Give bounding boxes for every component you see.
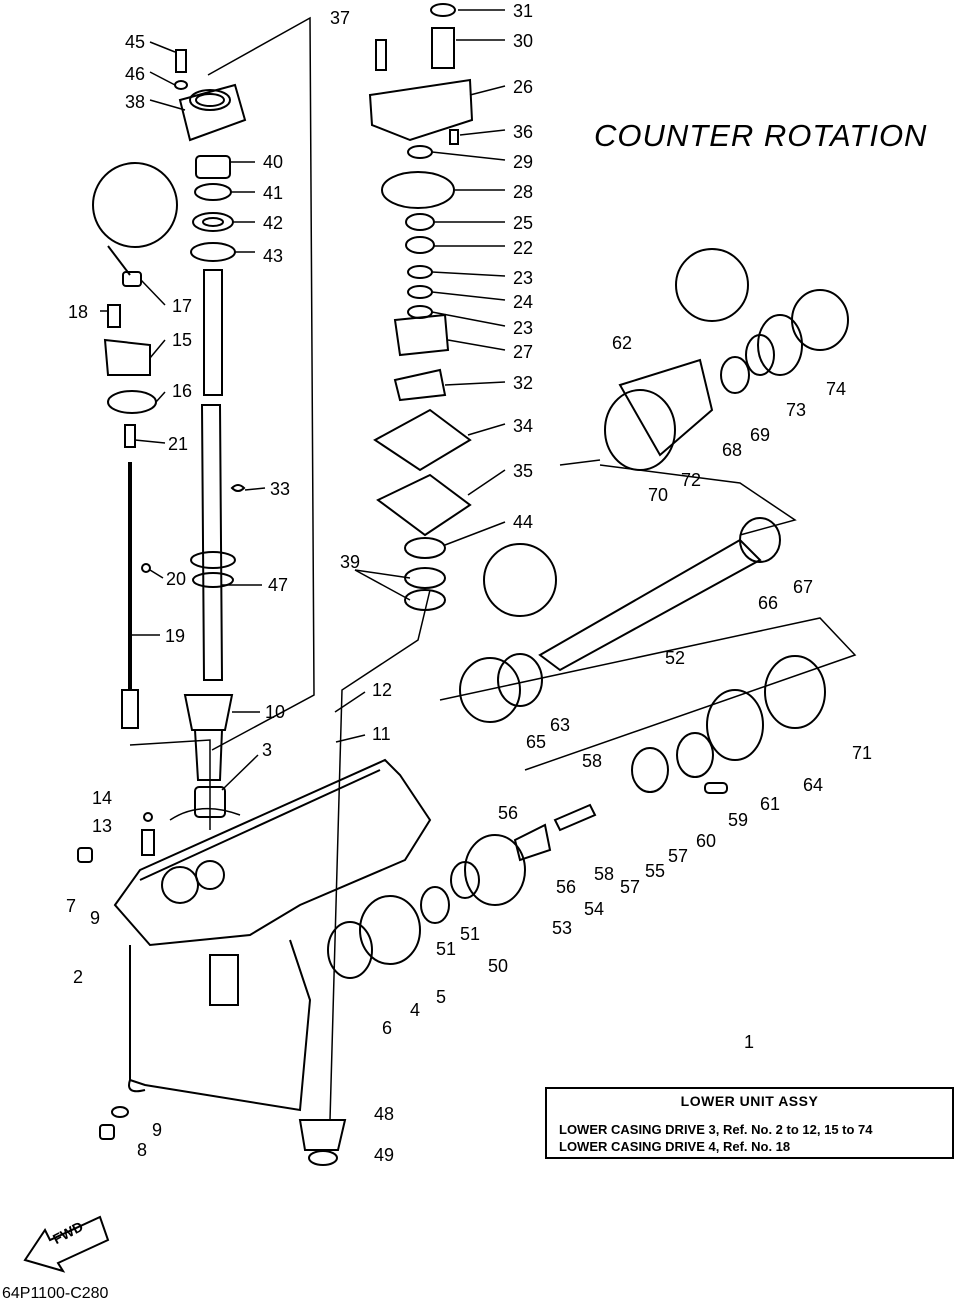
callout-54: 54 — [584, 899, 604, 919]
callout-5: 5 — [436, 987, 446, 1007]
callout-35: 35 — [513, 461, 533, 481]
callout-44: 44 — [513, 512, 533, 532]
callout-51b: 51 — [460, 924, 480, 944]
callout-57b: 57 — [668, 846, 688, 866]
callout-30: 30 — [513, 31, 533, 51]
callout-23b: 23 — [513, 318, 533, 338]
callout-62: 62 — [612, 333, 632, 353]
assembly-legend-box: LOWER UNIT ASSY LOWER CASING DRIVE 3, Re… — [545, 1087, 954, 1159]
callout-64: 64 — [803, 775, 823, 795]
callout-9b: 9 — [152, 1120, 162, 1140]
callout-10: 10 — [265, 702, 285, 722]
callout-42: 42 — [263, 213, 283, 233]
callout-61: 61 — [760, 794, 780, 814]
callout-47: 47 — [268, 575, 288, 595]
callout-57a: 57 — [620, 877, 640, 897]
callout-39: 39 — [340, 552, 360, 572]
callout-33: 33 — [270, 479, 290, 499]
callout-38: 38 — [125, 92, 145, 112]
callout-28: 28 — [513, 182, 533, 202]
lower-casing — [77, 758, 432, 1166]
callout-58a: 58 — [594, 864, 614, 884]
callout-32: 32 — [513, 373, 533, 393]
callout-63: 63 — [550, 715, 570, 735]
callout-8: 8 — [137, 1140, 147, 1160]
callout-15: 15 — [172, 330, 192, 350]
callout-3: 3 — [262, 740, 272, 760]
callout-53: 53 — [552, 918, 572, 938]
callout-4: 4 — [410, 1000, 420, 1020]
callout-46: 46 — [125, 64, 145, 84]
guide-lines — [129, 16, 857, 1121]
callout-48: 48 — [374, 1104, 394, 1124]
callout-6: 6 — [382, 1018, 392, 1038]
assembly-heading: LOWER UNIT ASSY — [680, 1093, 819, 1109]
callout-71: 71 — [852, 743, 872, 763]
callout-11: 11 — [372, 724, 391, 744]
callout-45: 45 — [125, 32, 145, 52]
callout-24: 24 — [513, 292, 533, 312]
callout-74: 74 — [826, 379, 846, 399]
callout-22: 22 — [513, 238, 533, 258]
assembly-ref-number: 1 — [744, 1032, 755, 1052]
callout-9a: 9 — [90, 908, 100, 928]
callout-36: 36 — [513, 122, 533, 142]
callout-26: 26 — [513, 77, 533, 97]
propeller-shaft-group — [327, 248, 849, 979]
callout-60: 60 — [696, 831, 716, 851]
callout-58b: 58 — [582, 751, 602, 771]
callout-51a: 51 — [436, 939, 456, 959]
callout-72: 72 — [681, 470, 701, 490]
callout-59: 59 — [728, 810, 748, 830]
callout-31: 31 — [513, 1, 533, 21]
callout-55: 55 — [645, 861, 665, 881]
callout-43: 43 — [263, 246, 283, 266]
callout-68: 68 — [722, 440, 742, 460]
callout-21: 21 — [168, 434, 188, 454]
callout-50: 50 — [488, 956, 508, 976]
callout-19: 19 — [165, 626, 185, 646]
callout-37: 37 — [330, 8, 350, 28]
callout-65: 65 — [526, 732, 546, 752]
callout-7: 7 — [66, 896, 76, 916]
callout-34: 34 — [513, 416, 533, 436]
callout-67: 67 — [793, 577, 813, 597]
callout-12: 12 — [372, 680, 392, 700]
callout-41: 41 — [263, 183, 283, 203]
callout-73: 73 — [786, 400, 806, 420]
callout-29: 29 — [513, 152, 533, 172]
callout-numbers: 31 30 37 26 36 29 28 25 22 23 24 23 27 3… — [66, 1, 872, 1165]
assembly-line-2: LOWER CASING DRIVE 4, Ref. No. 18 — [559, 1139, 791, 1154]
diagram-title: COUNTER ROTATION — [594, 118, 928, 153]
assembly-line-1: LOWER CASING DRIVE 3, Ref. No. 2 to 12, … — [559, 1122, 873, 1137]
callout-66: 66 — [758, 593, 778, 613]
drawing-code: 64P1100-C280 — [2, 1285, 109, 1302]
callout-23a: 23 — [513, 268, 533, 288]
callout-70: 70 — [648, 485, 668, 505]
callout-leaders — [100, 9, 506, 791]
callout-2: 2 — [73, 967, 83, 987]
shift-rod-group — [92, 162, 246, 729]
callout-69: 69 — [750, 425, 770, 445]
water-pump-group — [368, 3, 557, 617]
callout-14: 14 — [92, 788, 112, 808]
callout-49: 49 — [374, 1145, 394, 1165]
callout-25: 25 — [513, 213, 533, 233]
callout-27: 27 — [513, 342, 533, 362]
callout-40: 40 — [263, 152, 283, 172]
callout-56a: 56 — [556, 877, 576, 897]
fwd-arrow-icon — [23, 1215, 110, 1273]
callout-16: 16 — [172, 381, 192, 401]
callout-18: 18 — [68, 302, 88, 322]
callout-13: 13 — [92, 816, 112, 836]
callout-56b: 56 — [498, 803, 518, 823]
callout-17: 17 — [172, 296, 192, 316]
callout-20: 20 — [166, 569, 186, 589]
callout-52: 52 — [665, 648, 685, 668]
